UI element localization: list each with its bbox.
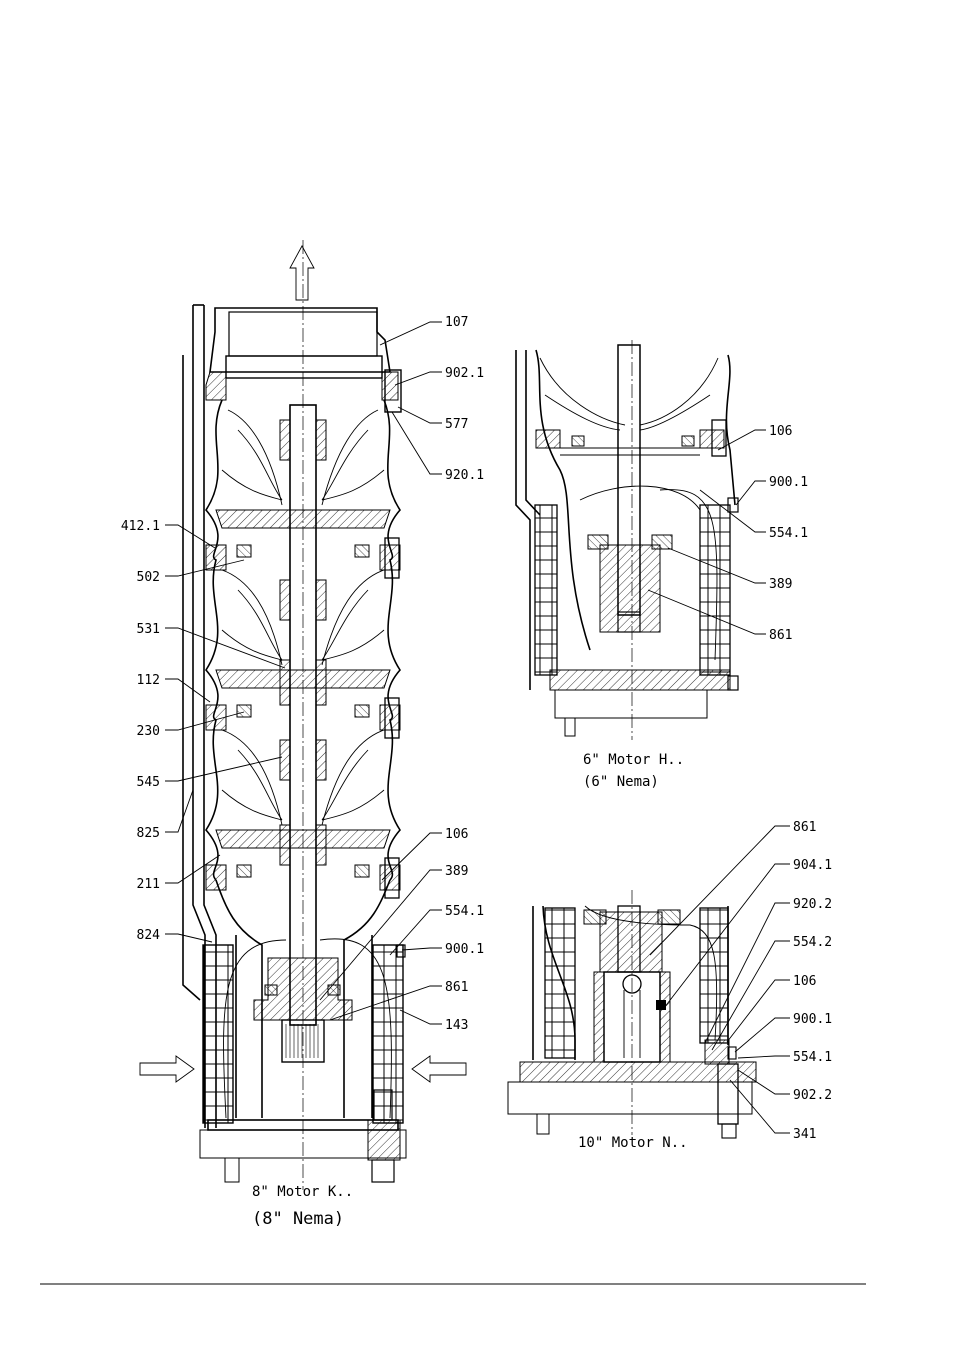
main-caption-nema: (8" Nema) xyxy=(252,1209,344,1229)
caption-6in-motor: 6" Motor H.. xyxy=(583,752,684,768)
callout-106: 106 xyxy=(445,827,468,842)
callout-10in-554-1: 554.1 xyxy=(793,1050,832,1065)
callout-554-1: 554.1 xyxy=(445,904,484,919)
caption-10in-motor: 10" Motor N.. xyxy=(578,1135,688,1151)
callout-861: 861 xyxy=(445,980,468,995)
callout-10in-902-2: 902.2 xyxy=(793,1088,832,1103)
view-6in-motor: 106 900.1 554.1 389 861 6" Motor H.. (6"… xyxy=(516,340,808,790)
callout-6in-554-1: 554.1 xyxy=(769,526,808,541)
callout-10in-904-1: 904.1 xyxy=(793,858,832,873)
callout-531: 531 xyxy=(137,622,160,637)
inlet-arrow-left-icon xyxy=(140,1056,194,1082)
callout-545: 545 xyxy=(137,775,160,790)
callout-10in-920-2: 920.2 xyxy=(793,897,832,912)
main-caption-motor: 8" Motor K.. xyxy=(252,1184,353,1200)
flow-arrow-up-icon xyxy=(290,246,314,300)
callout-107: 107 xyxy=(445,315,468,330)
callout-825: 825 xyxy=(137,826,160,841)
callout-10in-106: 106 xyxy=(793,974,816,989)
caption-6in-nema: (6" Nema) xyxy=(583,774,659,790)
callout-143: 143 xyxy=(445,1018,468,1033)
callout-112: 112 xyxy=(137,673,160,688)
callout-412-1: 412.1 xyxy=(121,519,160,534)
callout-900-1: 900.1 xyxy=(445,942,484,957)
callout-502: 502 xyxy=(137,570,160,585)
inlet-arrow-right-icon xyxy=(412,1056,466,1082)
view-10in-motor: 861 904.1 920.2 554.2 106 900.1 554.1 90… xyxy=(508,820,832,1151)
main-pump-view: 107 902.1 577 920.1 106 389 554.1 900.1 … xyxy=(121,240,484,1229)
discharge-casing xyxy=(206,308,401,412)
callout-10in-341: 341 xyxy=(793,1127,816,1142)
callout-10in-554-2: 554.2 xyxy=(793,935,832,950)
callouts-right-main: 107 902.1 577 920.1 106 389 554.1 900.1 … xyxy=(445,315,484,1033)
callout-577: 577 xyxy=(445,417,468,432)
callout-389: 389 xyxy=(445,864,468,879)
pump-shaft xyxy=(280,240,326,1190)
callout-902-1: 902.1 xyxy=(445,366,484,381)
callout-6in-900-1: 900.1 xyxy=(769,475,808,490)
callout-6in-389: 389 xyxy=(769,577,792,592)
callouts-left-main: 412.1 502 531 112 230 545 825 211 824 xyxy=(121,519,160,943)
callout-6in-861: 861 xyxy=(769,628,792,643)
callout-230: 230 xyxy=(137,724,160,739)
callout-211: 211 xyxy=(137,877,160,892)
callout-10in-861: 861 xyxy=(793,820,816,835)
callout-824: 824 xyxy=(137,928,161,943)
callout-6in-106: 106 xyxy=(769,424,792,439)
callout-10in-900-1: 900.1 xyxy=(793,1012,832,1027)
callout-920-1: 920.1 xyxy=(445,468,484,483)
